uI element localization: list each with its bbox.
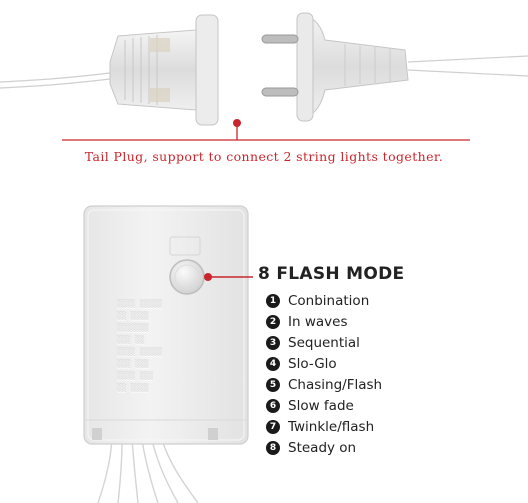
mode-number-badge: 7 bbox=[266, 419, 280, 434]
mode-item: 8 Steady on bbox=[266, 437, 382, 458]
mode-number-badge: 2 bbox=[266, 314, 280, 329]
mode-item: 6 Slow fade bbox=[266, 395, 382, 416]
mode-callout bbox=[204, 273, 253, 281]
mode-number-badge: 3 bbox=[266, 335, 280, 350]
mode-item: 7 Twinkle/flash bbox=[266, 416, 382, 437]
mode-label: Slow fade bbox=[288, 397, 354, 414]
mode-label: Sequential bbox=[288, 334, 360, 351]
flash-mode-list: 1 Conbination 2 In waves 3 Sequential 4 Slo-… bbox=[266, 290, 382, 458]
mode-number-badge: 4 bbox=[266, 356, 280, 371]
mode-label: In waves bbox=[288, 313, 348, 330]
mode-item: 1 Conbination bbox=[266, 290, 382, 311]
plug-wires bbox=[0, 55, 528, 89]
mode-item: 5 Chasing/Flash bbox=[266, 374, 382, 395]
mode-number-badge: 6 bbox=[266, 398, 280, 413]
mode-label: Steady on bbox=[288, 439, 357, 456]
mode-item: 2 In waves bbox=[266, 311, 382, 332]
mode-number-badge: 8 bbox=[266, 440, 280, 455]
mode-label: Twinkle/flash bbox=[288, 418, 375, 435]
tail-plug-caption: Tail Plug, support to connect 2 string l… bbox=[84, 149, 444, 164]
mode-label: Chasing/Flash bbox=[288, 376, 383, 393]
mode-number-badge: 1 bbox=[266, 293, 280, 308]
mode-item: 4 Slo-Glo bbox=[266, 353, 382, 374]
mode-label: Conbination bbox=[288, 292, 370, 309]
mode-number-badge: 5 bbox=[266, 377, 280, 392]
controller-wires bbox=[97, 439, 199, 503]
mode-label: Slo-Glo bbox=[288, 355, 337, 372]
mode-item: 3 Sequential bbox=[266, 332, 382, 353]
flash-mode-title: 8 FLASH MODE bbox=[258, 264, 405, 284]
mode-button bbox=[169, 259, 205, 295]
female-tail-plug bbox=[109, 14, 219, 126]
tail-plug-callout bbox=[62, 119, 470, 141]
male-plug bbox=[261, 12, 409, 122]
controller-box bbox=[83, 205, 249, 445]
